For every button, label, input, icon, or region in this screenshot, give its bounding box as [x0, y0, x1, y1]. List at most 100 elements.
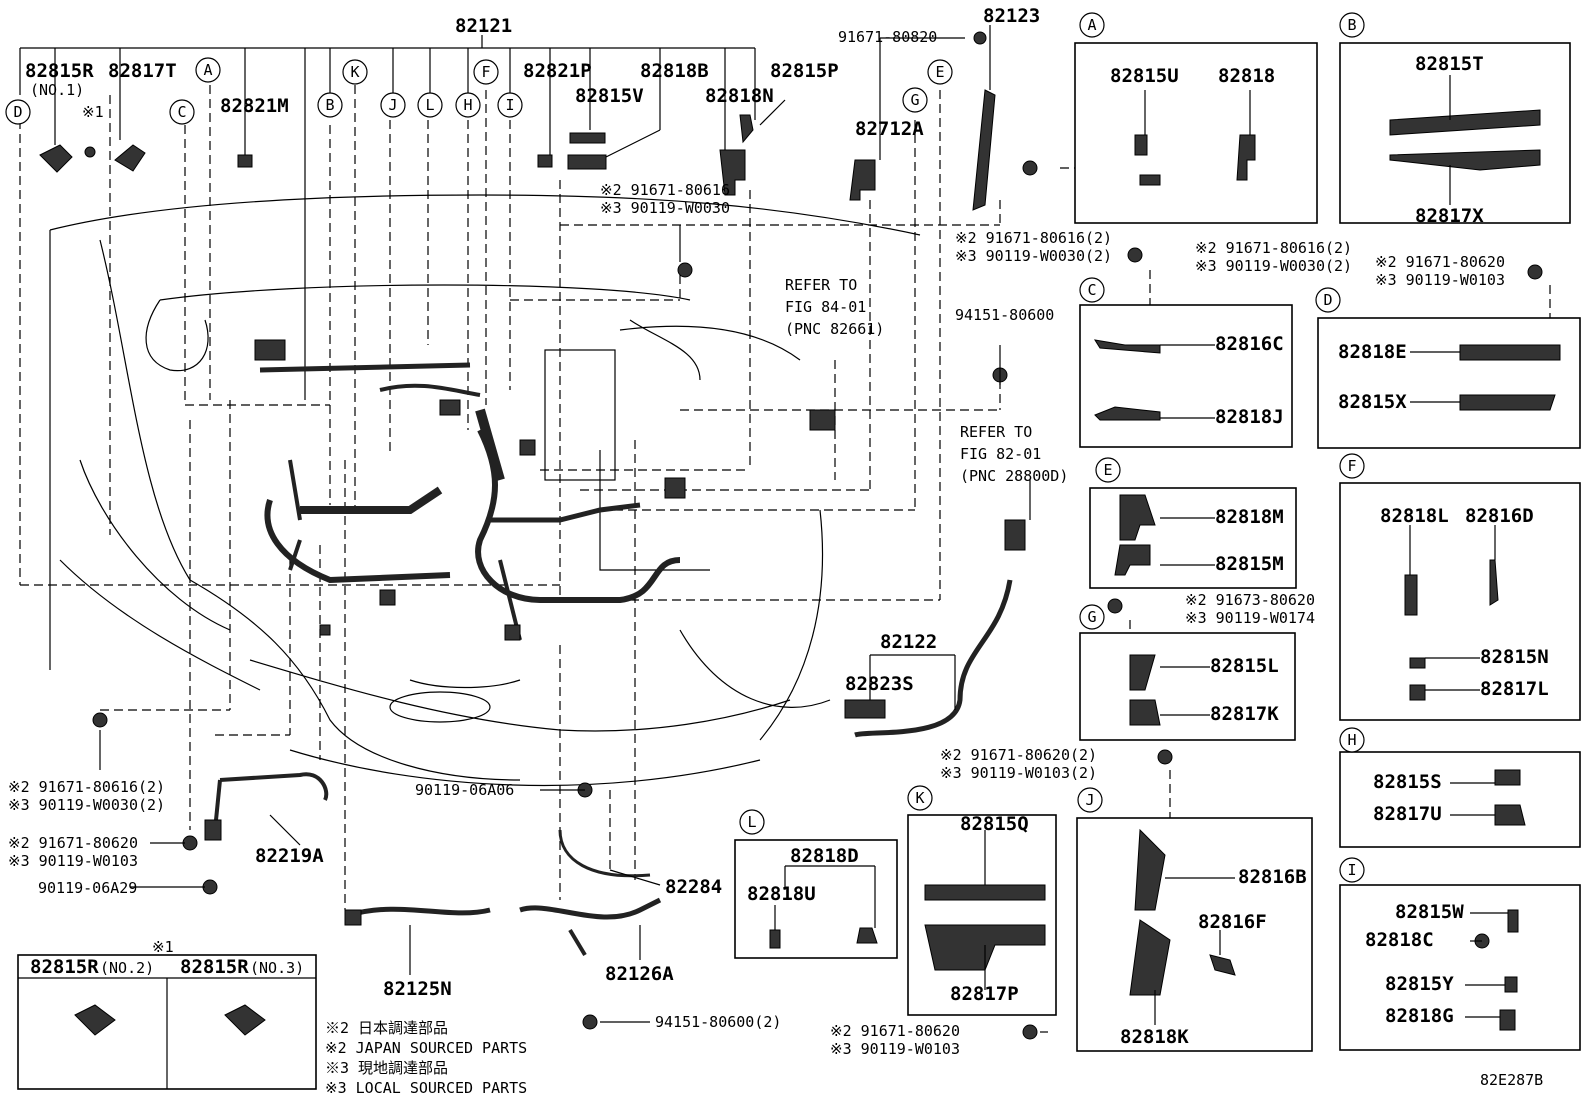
label-b3-90119-W0103-2: ※3 90119-W0103(2): [940, 764, 1097, 782]
inset-J-label-0: 82816B: [1238, 866, 1307, 888]
inset-F-label-0: 82818L: [1380, 505, 1449, 527]
label-82121: 82121: [455, 15, 512, 37]
inset-B-label-0: 82815T: [1415, 53, 1484, 75]
note-japan-jp: ※2 日本調達部品: [325, 1019, 448, 1037]
label-82815R-no3: 82815R: [180, 956, 249, 978]
inset-leaders: [99, 75, 1508, 1033]
inset-letter-B: B: [1339, 12, 1365, 38]
fasteners: [92, 31, 1543, 1040]
label-b2-91671-80620-2: ※2 91671-80620(2): [940, 746, 1097, 764]
label-refer1b: FIG 84-01: [785, 298, 866, 316]
label-82125N: 82125N: [383, 978, 452, 1000]
label-b3-90119-W0030-2b: ※3 90119-W0030(2): [8, 796, 165, 814]
circle-letter-B: B: [317, 92, 343, 118]
inset-letter-F: F: [1339, 453, 1365, 479]
dashed-guides: [19, 85, 1551, 1010]
svg-text:J: J: [1085, 791, 1094, 809]
label-82815R-no2: 82815R: [30, 956, 99, 978]
inset-J-label-1: 82816F: [1198, 911, 1267, 933]
svg-text:A: A: [1087, 16, 1096, 34]
label-refer2c: (PNC 28800D): [960, 467, 1068, 485]
svg-text:K: K: [350, 63, 359, 81]
inset-C-label-0: 82816C: [1215, 333, 1284, 355]
inset-F-label-1: 82816D: [1465, 505, 1534, 527]
svg-text:H: H: [1347, 731, 1356, 749]
svg-text:C: C: [177, 103, 186, 121]
svg-text:G: G: [1087, 608, 1096, 626]
circle-letter-A: A: [195, 57, 221, 83]
label-b3-90119-W0030: ※3 90119-W0030: [600, 199, 730, 217]
svg-text:D: D: [1323, 291, 1332, 309]
svg-text:I: I: [505, 96, 514, 114]
label-mark1: ※1: [82, 103, 104, 121]
label-82817T: 82817T: [108, 60, 177, 82]
inset-A-label-0: 82815U: [1110, 65, 1179, 87]
circle-letter-L: L: [417, 92, 443, 118]
note-local-en: ※3 LOCAL SOURCED PARTS: [325, 1079, 527, 1097]
diagram-code: 82E287B: [1480, 1071, 1543, 1089]
inset-D-label-1: 82815X: [1338, 391, 1407, 413]
inset-labels: 82815U 82818 82815T 82817X 82816C 82818J…: [747, 53, 1549, 1048]
inset-H-label-1: 82817U: [1373, 803, 1442, 825]
inset-E-label-1: 82815M: [1215, 553, 1284, 575]
inset-letter-D: D: [1315, 287, 1341, 313]
label-94151-80600-2: 94151-80600(2): [655, 1013, 781, 1031]
inset-D-bolt-a: ※2 91671-80620: [1375, 253, 1505, 271]
leader-lines: [19, 25, 991, 400]
main-harness: [254, 339, 836, 641]
label-refer2a: REFER TO: [960, 423, 1032, 441]
top-parts: [39, 89, 1026, 957]
inset-B-label-1: 82817X: [1415, 205, 1484, 227]
inset-D-label-0: 82818E: [1338, 341, 1407, 363]
svg-text:K: K: [915, 789, 924, 807]
inset-G-label-1: 82817K: [1210, 703, 1279, 725]
label-b2-91671-80620a: ※2 91671-80620: [8, 834, 138, 852]
svg-text:A: A: [203, 61, 212, 79]
circle-letter-H: H: [455, 92, 481, 118]
inset-letter-G: G: [1079, 604, 1105, 630]
inset-J-label-2: 82818K: [1120, 1026, 1189, 1048]
label-b3-90119-W0030-2a: ※3 90119-W0030(2): [955, 247, 1112, 265]
label-82815V: 82815V: [575, 85, 644, 107]
svg-text:F: F: [1347, 457, 1356, 475]
inset-letter-L: L: [739, 809, 765, 835]
svg-text:J: J: [388, 96, 397, 114]
inset-letter-A: A: [1079, 12, 1105, 38]
inset-F-label-2: 82815N: [1480, 646, 1549, 668]
svg-text:F: F: [481, 63, 490, 81]
inset-G-label-0: 82815L: [1210, 655, 1279, 677]
inset-letter-E: E: [1095, 457, 1121, 483]
label-b3-90119-W0103a: ※3 90119-W0103: [8, 852, 138, 870]
inset-C-bolt-b: ※3 90119-W0030(2): [1195, 257, 1352, 275]
svg-text:L: L: [747, 813, 756, 831]
label-refer1a: REFER TO: [785, 276, 857, 294]
inset-A-label-1: 82818: [1218, 65, 1275, 87]
inset-K-label-1: 82817P: [950, 983, 1019, 1005]
svg-text:B: B: [325, 96, 334, 114]
label-refer1c: (PNC 82661): [785, 320, 884, 338]
inset-C-bolt-a: ※2 91671-80616(2): [1195, 239, 1352, 257]
label-b2-91671-80616-2a: ※2 91671-80616(2): [955, 229, 1112, 247]
svg-text:E: E: [935, 63, 944, 81]
inset-L-label-0: 82818D: [790, 845, 859, 867]
inset-L-label-1: 82818U: [747, 883, 816, 905]
inset-H-label-0: 82815S: [1373, 771, 1442, 793]
svg-text:G: G: [910, 91, 919, 109]
label-91671-80820: 91671-80820: [838, 28, 937, 46]
label-b2-91671-80620b: ※2 91671-80620: [830, 1022, 960, 1040]
note-local-jp: ※3 現地調達部品: [325, 1059, 448, 1077]
label-refer2b: FIG 82-01: [960, 445, 1041, 463]
inset-K-label-0: 82815Q: [960, 813, 1029, 835]
inset-letter-I: I: [1339, 857, 1365, 883]
inset-G-bolt-b: ※3 90119-W0174: [1185, 609, 1315, 627]
inset-letter-K: K: [907, 785, 933, 811]
svg-text:H: H: [463, 96, 472, 114]
label-94151-80600: 94151-80600: [955, 306, 1054, 324]
circle-letters: A B C D E F G H I J K L A B C D E F G H …: [5, 12, 1365, 883]
svg-text:B: B: [1347, 16, 1356, 34]
circle-letter-E: E: [927, 59, 953, 85]
svg-text:C: C: [1087, 281, 1096, 299]
circle-letter-D: D: [5, 99, 31, 125]
label-no3: (NO.3): [250, 959, 304, 977]
